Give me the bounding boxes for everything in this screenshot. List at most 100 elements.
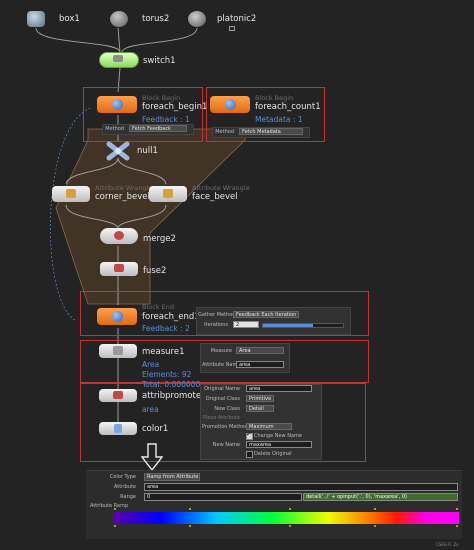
foreach-count1-tag: Block Begin (255, 94, 294, 102)
foreach-sphere-icon (112, 99, 123, 110)
color-brush-icon (114, 424, 122, 433)
attribute-name-label: Attribute Name (202, 362, 241, 368)
attribpromote1-label: attribpromote1 (142, 391, 207, 401)
color-attribute-label: Attribute (113, 484, 136, 490)
foreach-end1-tag: Block End (142, 303, 174, 311)
checkmark-icon: ✓ (246, 430, 252, 438)
promotion-method-dropdown[interactable]: Maximum (246, 423, 292, 430)
color-attribute-field[interactable]: area (144, 483, 458, 491)
ramp-key-top (112, 506, 118, 511)
iterations-label: Iterations (204, 322, 228, 328)
foreach-begin-highlight (83, 87, 203, 142)
new-class-label: New Class (214, 406, 240, 412)
ramp-key-bottom (372, 524, 378, 529)
ramp-keys[interactable] (110, 506, 462, 530)
color1-label: color1 (142, 424, 169, 434)
ramp-key-top (372, 506, 378, 511)
delete-original-checkbox[interactable] (246, 451, 253, 458)
measure1-info-area: Area (142, 360, 160, 369)
new-name-label: New Name (212, 442, 240, 448)
ramp-key-bottom (454, 524, 460, 529)
color-type-label: Color Type (109, 474, 136, 480)
platonic2-node[interactable] (188, 11, 206, 27)
foreach-begin1-method-label: Method (105, 126, 124, 132)
promote-icon (113, 391, 123, 399)
fuse-icon (114, 264, 124, 272)
platonic2-label: platonic2 (217, 14, 257, 24)
corner-bevel-label: corner_bevel (95, 192, 150, 202)
color-parm-panel (86, 470, 462, 539)
face-bevel-tag: Attribute Wrangle (192, 184, 250, 192)
measure-icon (113, 346, 123, 355)
foreach-end-highlight (80, 291, 369, 336)
foreach-end1-info: Feedback : 2 (142, 324, 190, 333)
range-min-field[interactable]: 0 (144, 493, 302, 501)
measure-highlight (80, 340, 369, 383)
original-name-field[interactable]: area (246, 385, 312, 392)
box1-node[interactable] (27, 11, 45, 27)
foreach-count1-method-dropdown[interactable]: Fetch Metadata (239, 128, 303, 135)
ramp-key-bottom (112, 524, 118, 529)
iterations-slider-fill (263, 324, 313, 327)
change-new-name-checkbox[interactable] (246, 433, 253, 440)
face-bevel-label: face_bevel (192, 192, 238, 202)
iterations-field[interactable]: 2 (233, 321, 259, 328)
original-class-label: Original Class (205, 396, 240, 402)
ramp-key-bottom (187, 524, 193, 529)
switch-icon (113, 55, 123, 62)
foreach-count1-method-label: Method (215, 129, 234, 135)
foreach-sphere-icon (112, 311, 123, 322)
measure-label: Measure (210, 348, 232, 354)
foreach-count1-info: Metadata : 1 (255, 115, 303, 124)
foreach-end1-label: foreach_end1 (142, 312, 200, 322)
range-label: Range (120, 494, 136, 500)
ramp-key-top (187, 506, 193, 511)
promotion-method-label: Promotion Method (202, 424, 248, 430)
credit-text: CSEG R. Ze (436, 542, 459, 547)
foreach-begin1-info: Feedback : 1 (142, 115, 190, 124)
foreach-begin1-label: foreach_begin1 (142, 102, 208, 112)
color-ramp-bar[interactable] (113, 512, 459, 524)
measure1-info-total: Total: 0.000000 (142, 380, 201, 389)
foreach-begin1-tag: Block Begin (142, 94, 181, 102)
foreach-count-highlight (206, 87, 325, 142)
change-new-name-label: Change New Name (254, 433, 302, 439)
ramp-key-top (287, 506, 293, 511)
delete-original-label: Delete Original (254, 451, 292, 457)
attribpromote-highlight (80, 383, 366, 462)
measure1-label: measure1 (142, 347, 185, 357)
new-name-field[interactable]: maxarea (246, 441, 312, 448)
null-cross-icon (106, 141, 130, 161)
foreach-count1-label: foreach_count1 (255, 102, 321, 112)
merge2-label: merge2 (143, 234, 176, 244)
measure-dropdown[interactable]: Area (236, 347, 284, 354)
original-class-dropdown[interactable]: Primitive (246, 395, 274, 402)
torus2-node[interactable] (110, 11, 128, 27)
range-max-expression[interactable]: detail('../' + opinput('.', 0), 'maxarea… (303, 493, 458, 501)
corner-bevel-tag: Attribute Wrangle (95, 184, 153, 192)
ramp-key-bottom (287, 524, 293, 529)
foreach-sphere-icon (225, 99, 236, 110)
gather-method-dropdown[interactable]: Feedback Each Iteration (233, 311, 299, 318)
color-type-dropdown[interactable]: Ramp from Attribute (144, 473, 200, 481)
wrangle-icon (66, 189, 76, 198)
gather-method-label: Gather Method (198, 312, 236, 318)
fuse2-label: fuse2 (143, 266, 167, 276)
merge-icon (114, 231, 124, 240)
null1-label: null1 (137, 146, 158, 156)
box1-label: box1 (59, 14, 80, 24)
down-arrow-icon (141, 443, 163, 471)
measure1-info-elements: Elements: 92 (142, 370, 192, 379)
switch1-label: switch1 (143, 56, 176, 66)
torus2-label: torus2 (142, 14, 170, 24)
attribute-name-field[interactable]: area (236, 361, 284, 368)
iterations-slider-track[interactable] (262, 323, 344, 328)
original-name-label: Original Name (204, 386, 240, 392)
new-class-dropdown[interactable]: Detail (246, 405, 274, 412)
ramp-key-top (454, 506, 460, 511)
piece-attribute-label: Piece Attribute (203, 415, 240, 421)
wrangle-icon (163, 189, 173, 198)
lock-icon (229, 26, 235, 31)
foreach-begin1-method-dropdown[interactable]: Fetch Feedback (129, 125, 187, 132)
